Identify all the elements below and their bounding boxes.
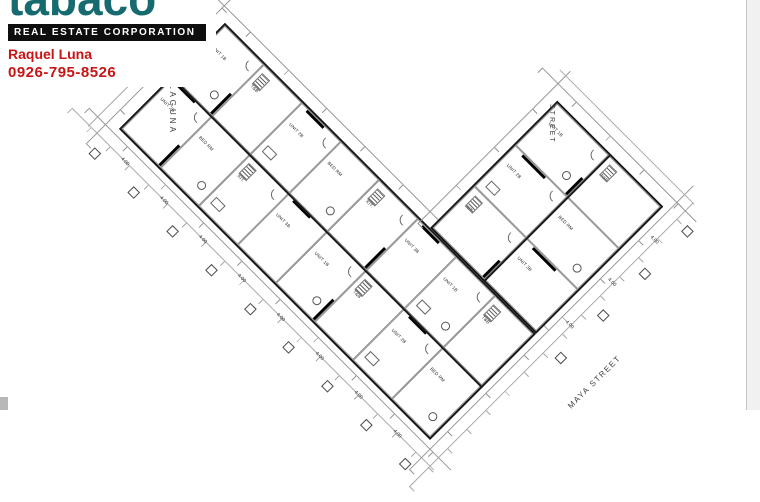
bed-icon (364, 351, 380, 367)
unit-label: BED RM (557, 214, 575, 231)
table-icon (195, 178, 208, 192)
door-icon (546, 190, 558, 203)
grid-marker-icon (166, 224, 179, 238)
grid-marker-icon (127, 186, 140, 199)
table-icon (426, 409, 440, 423)
door-icon (588, 149, 600, 161)
table-icon (570, 262, 584, 275)
unit-label: BED RM (326, 160, 344, 178)
grid-marker-icon (243, 302, 257, 316)
grid-marker-icon (638, 267, 652, 280)
bed-icon (415, 299, 432, 316)
unit-label: UNIT 1B (313, 250, 331, 268)
company-banner: REAL ESTATE CORPORATION (8, 24, 206, 41)
door-icon (422, 343, 434, 355)
grid-marker-icon (681, 225, 694, 238)
unit-label: UNIT 2B (288, 121, 305, 139)
agent-name: Raquel Luna (8, 46, 93, 62)
door-icon (396, 214, 409, 227)
door-icon (505, 232, 517, 244)
street-label-bottom: MAYA STREET (566, 353, 623, 411)
unit-label: UNIT 1B (442, 276, 459, 293)
door-icon (268, 189, 280, 201)
door-icon (345, 266, 357, 278)
company-logo: tabaco (8, 0, 206, 24)
unit-label: UNIT 3B (516, 255, 533, 273)
company-logo-text: tabaco (8, 0, 206, 22)
bed-icon (485, 180, 502, 196)
unit-label: UNIT 3B (403, 237, 421, 255)
table-icon (310, 294, 324, 307)
grid-marker-icon (282, 341, 296, 354)
table-icon (560, 168, 574, 182)
bed-icon (209, 197, 226, 213)
door-icon (191, 112, 203, 124)
door-icon (473, 291, 486, 304)
bed-icon (261, 145, 278, 162)
door-icon (242, 60, 255, 72)
unit-label: UNIT 2B (390, 327, 408, 345)
unit-label: UNIT 2B (506, 162, 523, 180)
unit-label: BED RM (197, 134, 215, 152)
page-corner-mark (0, 397, 8, 410)
table-icon (439, 319, 453, 333)
grid-marker-icon (204, 263, 218, 277)
agent-phone: 0926-795-8526 (8, 64, 117, 81)
grid-marker-icon (596, 309, 610, 323)
door-icon (319, 137, 332, 149)
table-icon (323, 204, 337, 217)
table-icon (208, 88, 222, 102)
grid-marker-icon (321, 380, 335, 393)
page-edge-gutter (746, 0, 760, 410)
grid-marker-icon (554, 351, 568, 365)
unit-label: BED RM (429, 366, 446, 383)
street-label-left: LAGUNA (168, 84, 177, 135)
grid-marker-icon (360, 418, 373, 432)
street-label-right: STREET (548, 104, 555, 144)
unit-label: UNIT 3B (275, 212, 292, 229)
grid-marker-icon (88, 147, 102, 160)
listing-header: tabaco REAL ESTATE CORPORATION Raquel Lu… (8, 0, 216, 87)
